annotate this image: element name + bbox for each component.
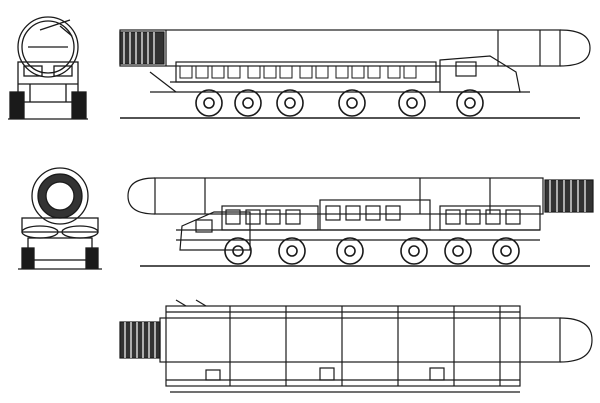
chassis-top — [165, 305, 521, 387]
canister-side-middle — [154, 177, 544, 215]
rear-view — [18, 167, 102, 270]
front-wheel-right — [71, 91, 87, 119]
top-view — [119, 299, 593, 393]
canister-front-circle — [17, 16, 79, 78]
front-wheel-left — [9, 91, 25, 119]
canister-rear-circle — [31, 167, 89, 225]
wheels-middle-side — [224, 237, 520, 265]
canister-top — [159, 317, 561, 363]
cab-front-body — [17, 61, 79, 103]
side-view-middle — [127, 177, 594, 267]
canister-front-inner — [21, 20, 75, 74]
rear-wheel-right — [85, 247, 99, 269]
rear-wheel-left — [21, 247, 35, 269]
side-view-top — [119, 29, 591, 119]
canister-ribbed-end-top — [119, 31, 165, 65]
wheels-top-side — [195, 89, 484, 117]
canister-ribbed-end-middle — [544, 179, 594, 213]
front-view — [8, 16, 88, 120]
cab-side-top — [439, 55, 521, 93]
canister-ribbed-end-bottom — [119, 321, 161, 359]
